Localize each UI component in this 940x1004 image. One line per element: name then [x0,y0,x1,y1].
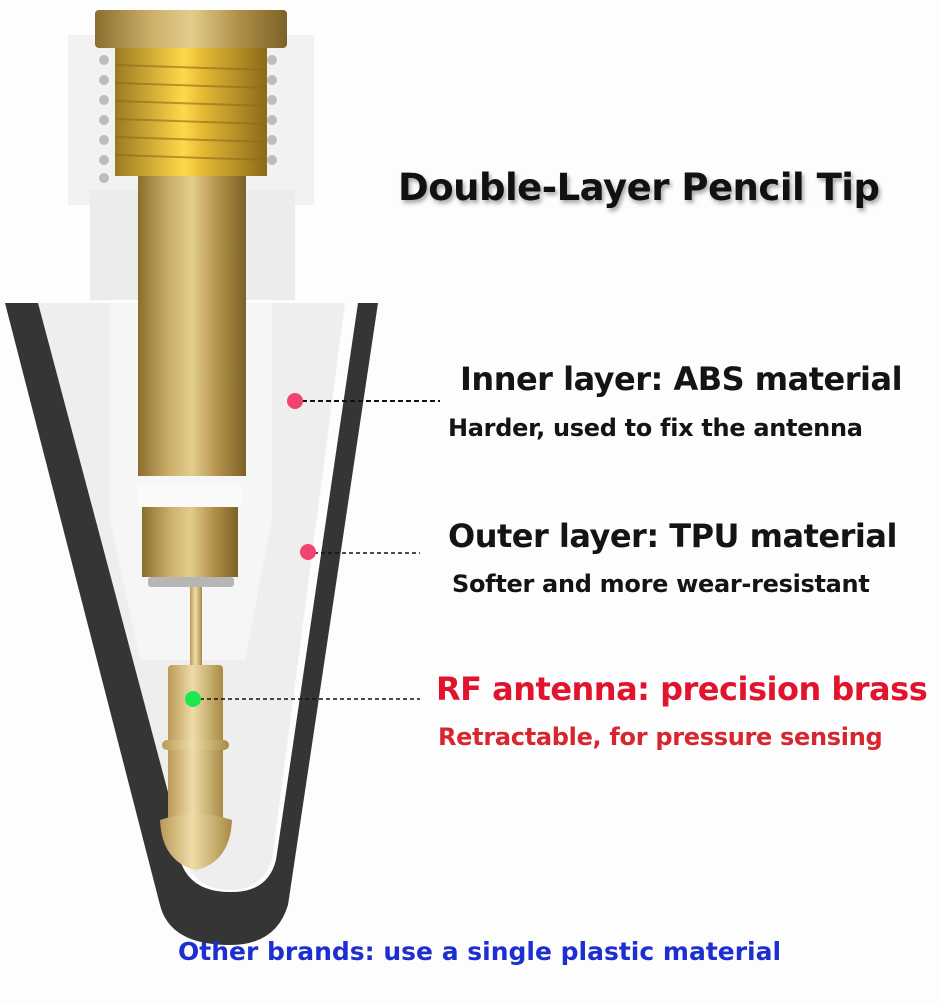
inner-layer-marker [287,393,303,409]
diagram-title: Double-Layer Pencil Tip [398,166,880,209]
brass-pin [190,587,202,667]
brass-cap [95,10,287,48]
antenna-marker [185,691,201,707]
thread-teeth [99,55,277,183]
outer-layer-detail: Softer and more wear-resistant [452,570,870,598]
white-ring [138,485,242,507]
brass-shaft [138,176,246,476]
inner-layer-detail: Harder, used to fix the antenna [448,414,863,442]
antenna-detail: Retractable, for pressure sensing [438,723,883,751]
antenna-heading: RF antenna: precision brass [436,670,928,708]
footer-note: Other brands: use a single plastic mater… [178,937,782,966]
outer-layer-heading: Outer layer: TPU material [448,517,897,555]
inner-layer-heading: Inner layer: ABS material [460,360,903,398]
outer-layer-marker [300,544,316,560]
